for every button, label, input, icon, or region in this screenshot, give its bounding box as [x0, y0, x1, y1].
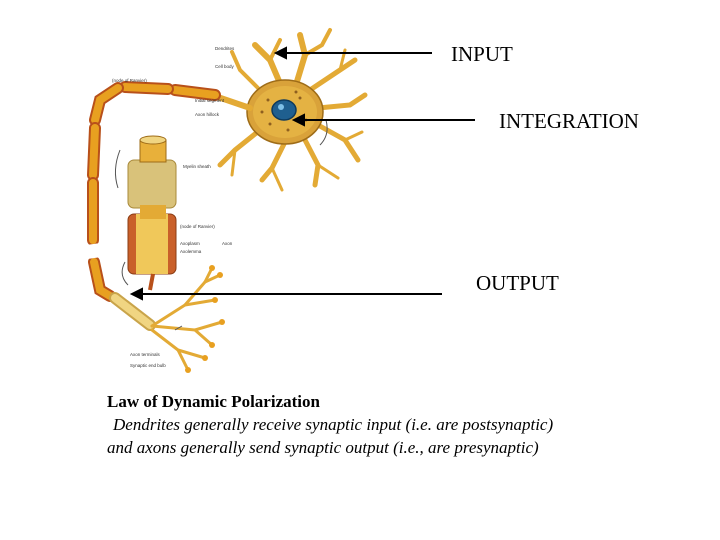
label-axolemma: Axolemma — [180, 249, 202, 254]
integration-arrow-head — [291, 113, 305, 127]
label-axon-hillock: Axon hillock — [195, 112, 220, 117]
input-arrow-head — [273, 46, 287, 60]
label-initial-segment: Initial segment — [195, 98, 225, 103]
synaptic-end-bulbs — [185, 265, 225, 373]
label-synaptic-end-bulb: Synaptic end bulb — [130, 363, 166, 368]
label-axoplasm: Axoplasm — [180, 241, 200, 246]
label-cell-body: Cell body — [215, 64, 235, 69]
direction-arrows — [114, 119, 328, 331]
label-axon-terminals: Axon terminals — [130, 352, 161, 357]
label-node-ranvier-top: (node of Ranvier) — [112, 78, 147, 83]
axon-cross-section — [127, 135, 177, 291]
output-arrow-head — [129, 287, 143, 301]
axon-terminals — [150, 266, 224, 372]
caption-line-2: and axons generally send synaptic output… — [107, 438, 539, 457]
dendrites — [217, 28, 368, 192]
output-label: OUTPUT — [476, 271, 559, 295]
nucleus — [271, 99, 297, 121]
label-myelin-sheath: Myelin sheath — [183, 164, 211, 169]
myelinated-axon — [87, 81, 221, 302]
caption: Law of Dynamic Polarization Dendrites ge… — [107, 390, 707, 459]
axon-break — [81, 242, 107, 260]
integration-label: INTEGRATION — [499, 109, 639, 133]
label-node-ranvier-mid: (node of Ranvier) — [180, 224, 215, 229]
caption-line-1: Dendrites generally receive synaptic inp… — [113, 415, 554, 434]
figure-labels: Dendrites Cell body (node of Ranvier) In… — [112, 46, 235, 368]
pointer-arrows — [129, 46, 475, 301]
label-axon: Axon — [222, 241, 233, 246]
caption-title: Law of Dynamic Polarization — [107, 392, 320, 411]
input-label: INPUT — [451, 42, 513, 66]
label-dendrites: Dendrites — [215, 46, 235, 51]
